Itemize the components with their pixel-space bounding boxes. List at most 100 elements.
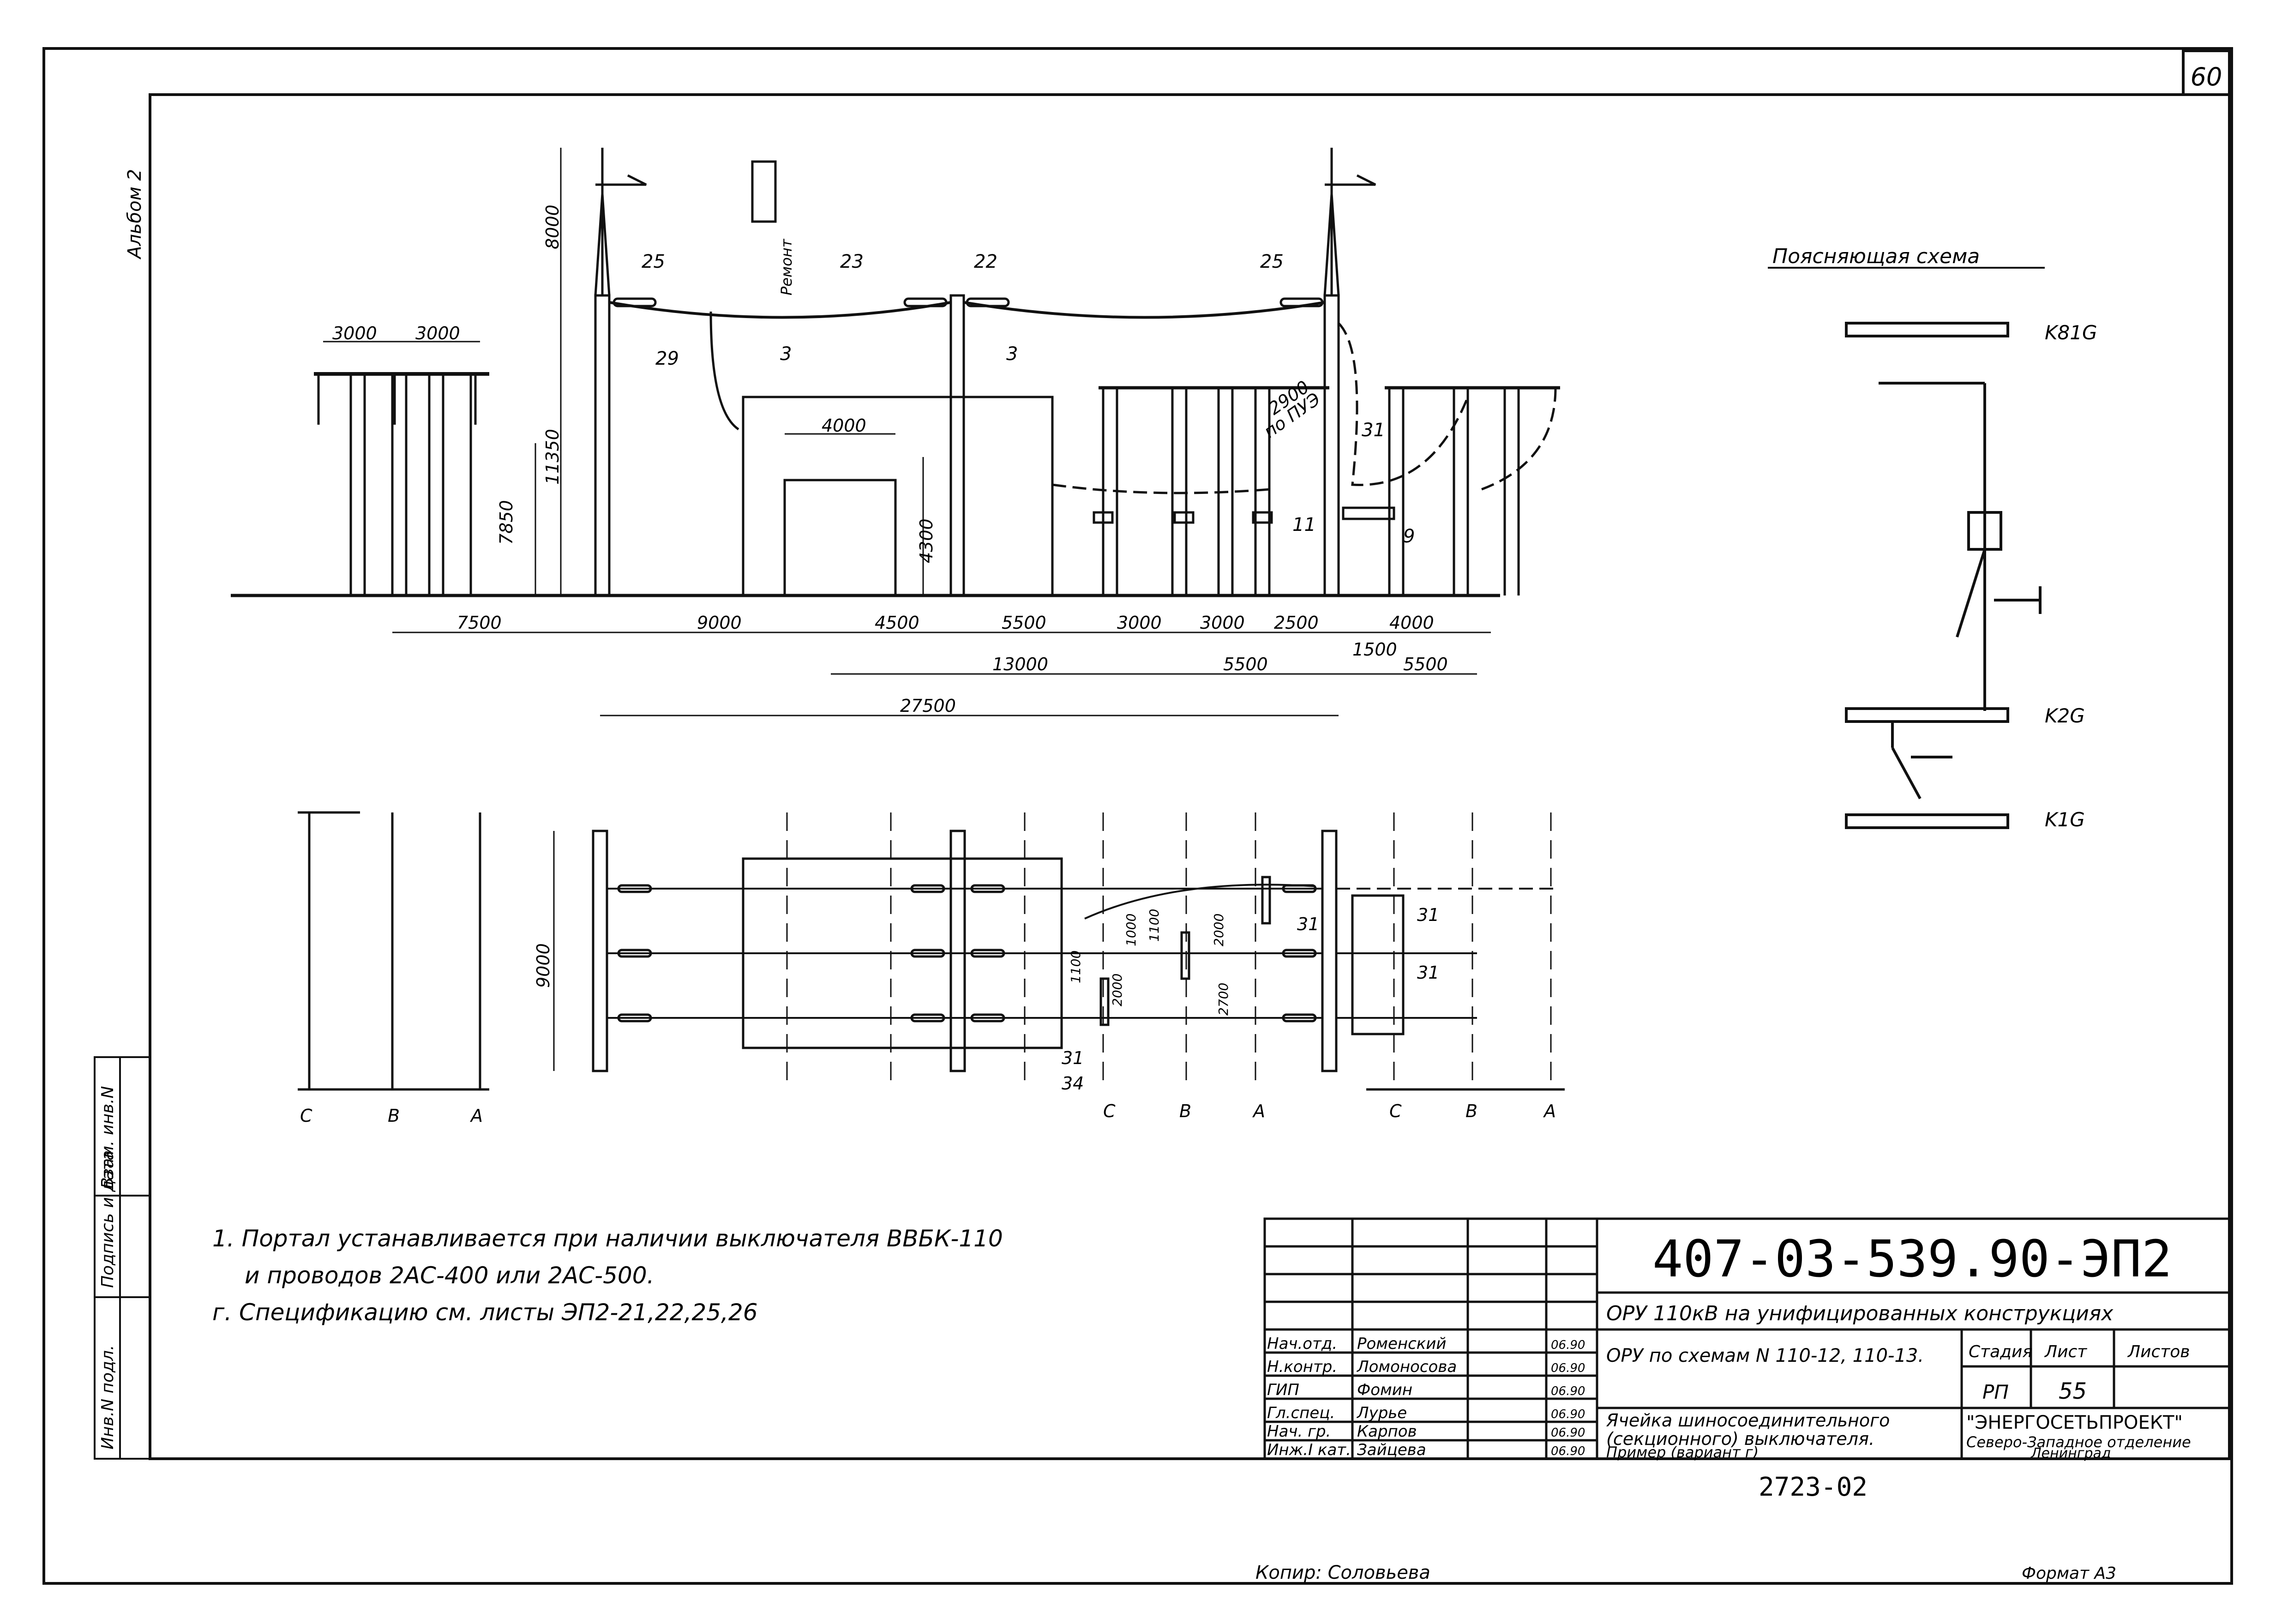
pos-23: 23: [840, 251, 864, 272]
sig-role-2: Н.контр.: [1267, 1358, 1337, 1376]
dim-gate-4000: 4000: [822, 415, 866, 436]
sheet-subject: ОРУ по схемам N 110-12, 110-13.: [1606, 1345, 1924, 1366]
note-1: 1. Портал устанавливается при наличии вы…: [212, 1225, 1003, 1252]
sig-name-6: Зайцева: [1357, 1441, 1426, 1459]
bus-k81g-label: K81G: [2045, 321, 2097, 344]
sig-name-4: Лурье: [1356, 1404, 1407, 1422]
phase-b-3: B: [1465, 1101, 1477, 1121]
bus-k1g-label: K1G: [2045, 808, 2085, 831]
pos-31: 31: [1362, 420, 1385, 441]
plan-pos-31-d: 31: [1062, 1048, 1084, 1068]
pos-3-a: 3: [780, 343, 792, 365]
elevation-view: [231, 148, 1560, 716]
dim-4000: 4000: [1389, 613, 1434, 633]
archive-number: 2723-02: [1759, 1472, 1868, 1502]
plan-dim-1100: 1100: [1147, 909, 1162, 942]
dim-top-3000-a: 3000: [332, 323, 377, 343]
dim-4300: 4300: [916, 518, 937, 563]
org-branch: Северо-Западное отделение: [1966, 1433, 2191, 1451]
note-2: г. Спецификацию см. листы ЭП2-21,22,25,2…: [212, 1299, 758, 1326]
bus-k1g: [1845, 813, 2009, 829]
inner-frame: [149, 93, 2231, 1460]
phase-a-2: A: [1252, 1101, 1265, 1121]
phase-c-2: C: [1103, 1101, 1116, 1121]
project-title: ОРУ 110кВ на унифицированных конструкция…: [1606, 1302, 2114, 1325]
dim-11350: 11350: [542, 429, 563, 485]
explanatory-scheme: [1768, 267, 2045, 829]
pos-22: 22: [974, 251, 997, 272]
bus-k81g: [1845, 322, 2009, 337]
sig-name-3: Фомин: [1357, 1381, 1412, 1399]
sig-date-5: 06.90: [1551, 1426, 1585, 1440]
sig-role-6: Инж.I кат.: [1267, 1441, 1351, 1459]
sig-role-5: Нач. гр.: [1267, 1422, 1331, 1441]
phase-a-3: A: [1543, 1101, 1556, 1121]
plan-dim-2000-b: 2000: [1211, 914, 1226, 946]
drawing-name-2: (секционного) выключателя.: [1606, 1429, 1874, 1449]
dim-9000: 9000: [697, 613, 742, 633]
sig-role-1: Нач.отд.: [1267, 1335, 1337, 1353]
outer-border: [42, 47, 2233, 1585]
stage-header: Стадия: [1969, 1342, 2032, 1361]
title-block: [1263, 1217, 2231, 1460]
pos-25-left: 25: [642, 251, 665, 272]
dim-top-3000-b: 3000: [415, 323, 460, 343]
plan-pos-34: 34: [1062, 1073, 1084, 1094]
dim-3000-a: 3000: [1117, 613, 1162, 633]
dim-7850: 7850: [496, 500, 516, 545]
phase-b-2: B: [1179, 1101, 1191, 1121]
org-name: "ЭНЕРГОСЕТЬПРОЕКТ": [1966, 1412, 2183, 1433]
pos-29: 29: [655, 348, 679, 369]
sig-role-3: ГИП: [1267, 1381, 1299, 1399]
pos-3-b: 3: [1006, 343, 1018, 365]
plan-pos-31-a: 31: [1297, 914, 1319, 934]
drawing-name-3: Пример (вариант г): [1606, 1444, 1759, 1461]
sig-date-3: 06.90: [1551, 1384, 1585, 1398]
remont-label: Ремонт: [778, 238, 795, 295]
note-1-cont: и проводов 2АС-400 или 2АС-500.: [245, 1262, 654, 1289]
sig-date-1: 06.90: [1551, 1338, 1585, 1352]
dim-27500: 27500: [900, 696, 956, 716]
stamp-vzam-inv: Взам. инв.N: [98, 1086, 117, 1189]
plan-dim-9000: 9000: [533, 943, 553, 988]
dim-7500: 7500: [457, 613, 502, 633]
sheet-value: 55: [2059, 1378, 2087, 1404]
phase-c-3: C: [1389, 1101, 1402, 1121]
bus-k2g: [1845, 707, 2009, 723]
dim-13000: 13000: [992, 654, 1048, 674]
dim-2500: 2500: [1274, 613, 1319, 633]
plan-pos-31-b: 31: [1417, 905, 1439, 925]
dim-3000-b: 3000: [1200, 613, 1245, 633]
format-label: Формат А3: [2022, 1564, 2116, 1583]
dim-1500: 1500: [1352, 639, 1397, 660]
phase-b-1: B: [388, 1106, 400, 1126]
page-number: 60: [2191, 62, 2222, 91]
sig-date-6: 06.90: [1551, 1444, 1585, 1458]
plan-dim-1000: 1000: [1123, 914, 1139, 946]
plan-dim-2000-a: 2000: [1110, 974, 1125, 1006]
sig-date-2: 06.90: [1551, 1361, 1585, 1375]
stage-value: РП: [1982, 1381, 2009, 1403]
page-number-box: [2182, 49, 2231, 96]
album-label: Альбом 2: [124, 169, 145, 260]
scheme-title: Поясняющая схема: [1772, 245, 1980, 268]
drawing-code: 407-03-539.90-ЭП2: [1652, 1229, 2172, 1288]
stamp-inv-podl: Инв.N подл.: [98, 1345, 117, 1450]
plan-view: [298, 811, 1565, 1091]
pos-9: 9: [1403, 526, 1415, 547]
stamp-signature-date: Подпись и дата: [98, 1150, 117, 1288]
sig-date-4: 06.90: [1551, 1407, 1585, 1421]
sig-role-4: Гл.спец.: [1267, 1404, 1335, 1422]
sig-name-5: Карпов: [1357, 1422, 1417, 1441]
dim-5500-c: 5500: [1403, 654, 1448, 674]
dim-4500: 4500: [875, 613, 919, 633]
pos-11: 11: [1292, 514, 1316, 535]
dim-8000: 8000: [542, 205, 563, 249]
plan-dim-2700: 2700: [1216, 983, 1231, 1016]
sig-name-1: Роменский: [1357, 1335, 1447, 1353]
plan-dim-1100-b: 1100: [1068, 950, 1083, 983]
sig-name-2: Ломоносова: [1356, 1358, 1457, 1376]
sheets-header: Листов: [2127, 1342, 2190, 1361]
bus-k2g-label: K2G: [2045, 704, 2085, 727]
